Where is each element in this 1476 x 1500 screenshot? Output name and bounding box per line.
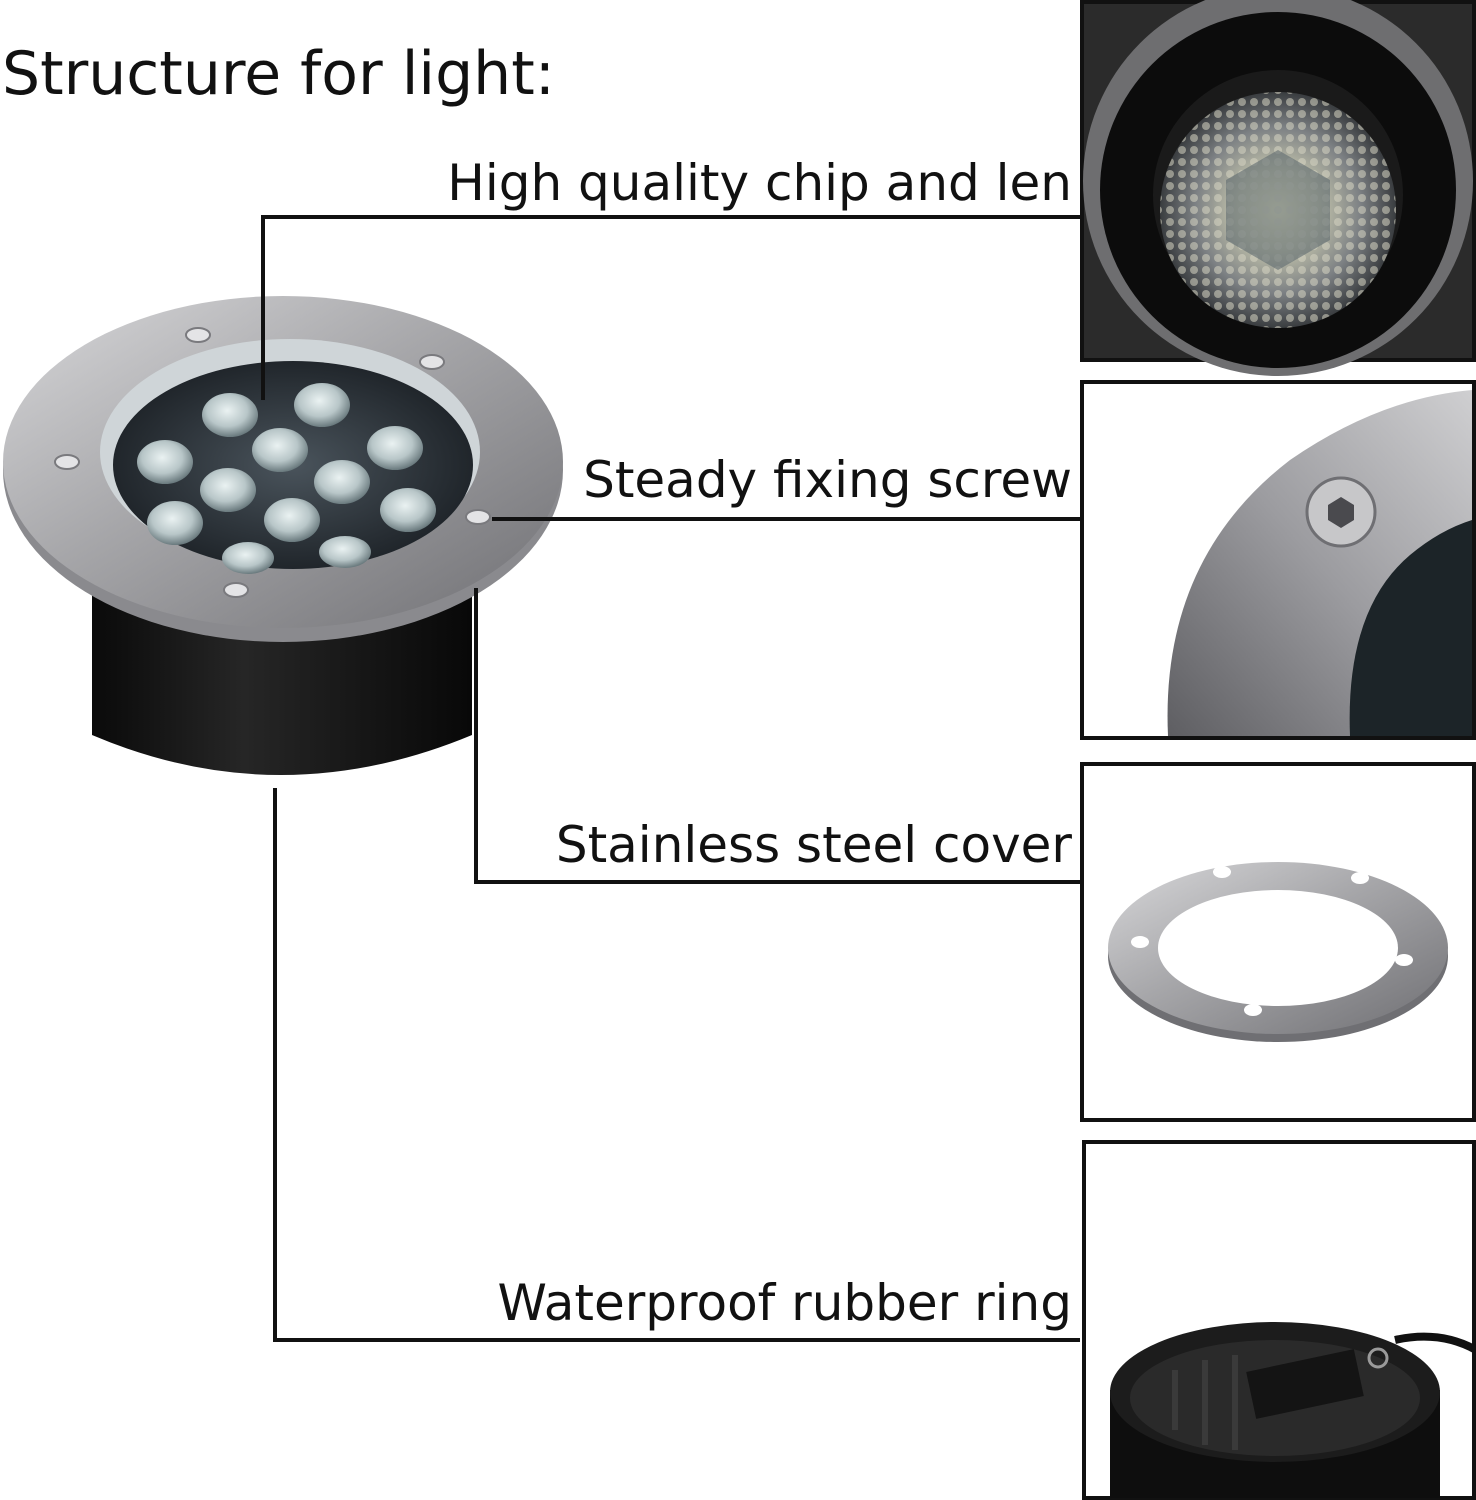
screw-icon [185, 327, 211, 343]
fixture-illustration [3, 296, 563, 775]
led-icon [137, 440, 193, 484]
rubber-housing-closeup-icon [1110, 1322, 1476, 1498]
callout-label-ring: Waterproof rubber ring [497, 1274, 1073, 1332]
led-icon [200, 468, 256, 512]
screw-icon [223, 582, 249, 598]
callout-label-screw: Steady fixing screw [583, 451, 1072, 509]
led-icon [264, 498, 320, 542]
detail-panel-screw [1080, 380, 1476, 740]
screw-icon [465, 509, 491, 525]
detail-panel-chip [1080, 0, 1476, 376]
steel-ring-plate-icon [1108, 862, 1448, 1042]
callout-label-chip: High quality chip and len [447, 154, 1072, 212]
leader-line-chip [261, 215, 1080, 400]
detail-panel-cover [1080, 762, 1476, 1122]
leader-line-cover [474, 588, 1080, 884]
led-icon [367, 426, 423, 470]
led-icon [314, 460, 370, 504]
leader-line-ring [273, 788, 1080, 1342]
page-title: Structure for light: [2, 39, 555, 109]
led-icon [380, 488, 436, 532]
fixture-led-array [137, 383, 436, 574]
screw-icon [419, 354, 445, 370]
hex-screw-closeup-icon [1305, 476, 1377, 548]
leader-lines [261, 215, 1080, 1342]
led-lens-closeup-icon [1160, 92, 1396, 328]
led-icon [202, 393, 258, 437]
led-icon [319, 536, 371, 568]
callout-label-cover: Stainless steel cover [555, 816, 1072, 874]
led-icon [147, 501, 203, 545]
led-icon [252, 428, 308, 472]
glass-closeup [1349, 520, 1472, 736]
led-icon [294, 383, 350, 427]
led-icon [222, 542, 274, 574]
screw-icon [54, 454, 80, 470]
detail-panel-ring [1082, 1140, 1476, 1500]
